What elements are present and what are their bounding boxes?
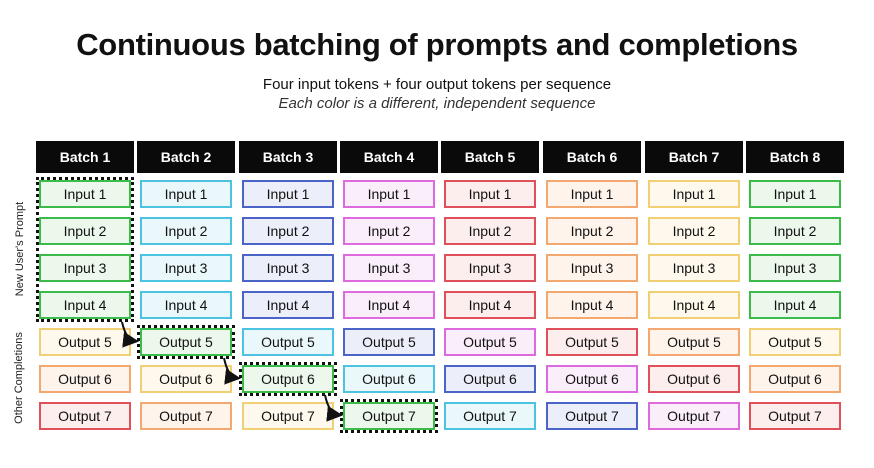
token-cell-b6-input-2: Input 2 xyxy=(546,217,638,245)
diagram-subtitle: Four input tokens + four output tokens p… xyxy=(262,76,612,93)
arrow-batch2-to-batch3 xyxy=(223,357,241,385)
token-cell-b8-output-6: Output 6 xyxy=(749,365,841,393)
token-cell-b5-input-1: Input 1 xyxy=(444,180,536,208)
batch-header-7: Batch 7 xyxy=(645,141,743,173)
token-cell-b3-output-5: Output 5 xyxy=(242,328,334,356)
arrow-batch3-to-batch4 xyxy=(324,394,343,422)
token-cell-b2-output-5: Output 5 xyxy=(140,328,232,356)
token-cell-b7-input-1: Input 1 xyxy=(648,180,740,208)
token-cell-b2-input-4: Input 4 xyxy=(140,291,232,319)
token-cell-b5-input-4: Input 4 xyxy=(444,291,536,319)
token-cell-b4-input-2: Input 2 xyxy=(343,217,435,245)
token-cell-b1-input-3: Input 3 xyxy=(39,254,131,282)
token-cell-b8-input-1: Input 1 xyxy=(749,180,841,208)
token-cell-b7-input-2: Input 2 xyxy=(648,217,740,245)
token-cell-b3-input-1: Input 1 xyxy=(242,180,334,208)
token-cell-b7-output-5: Output 5 xyxy=(648,328,740,356)
token-cell-b8-input-4: Input 4 xyxy=(749,291,841,319)
batch-header-4: Batch 4 xyxy=(340,141,438,173)
token-cell-b5-input-3: Input 3 xyxy=(444,254,536,282)
token-cell-b1-input-4: Input 4 xyxy=(39,291,131,319)
token-cell-b2-input-2: Input 2 xyxy=(140,217,232,245)
token-cell-b3-input-4: Input 4 xyxy=(242,291,334,319)
token-cell-b6-input-3: Input 3 xyxy=(546,254,638,282)
token-cell-b6-output-7: Output 7 xyxy=(546,402,638,430)
token-cell-b3-input-3: Input 3 xyxy=(242,254,334,282)
token-cell-b2-output-7: Output 7 xyxy=(140,402,232,430)
token-cell-b4-output-6: Output 6 xyxy=(343,365,435,393)
token-cell-b6-output-6: Output 6 xyxy=(546,365,638,393)
token-cell-b6-input-4: Input 4 xyxy=(546,291,638,319)
token-cell-b8-output-5: Output 5 xyxy=(749,328,841,356)
batch-header-2: Batch 2 xyxy=(137,141,235,173)
token-cell-b1-output-7: Output 7 xyxy=(39,402,131,430)
token-cell-b4-input-3: Input 3 xyxy=(343,254,435,282)
token-cell-b4-input-1: Input 1 xyxy=(343,180,435,208)
diagram-title: Continuous batching of prompts and compl… xyxy=(76,27,798,62)
token-cell-b1-output-6: Output 6 xyxy=(39,365,131,393)
token-cell-b6-input-1: Input 1 xyxy=(546,180,638,208)
token-cell-b7-input-3: Input 3 xyxy=(648,254,740,282)
token-cell-b4-output-5: Output 5 xyxy=(343,328,435,356)
token-cell-b7-input-4: Input 4 xyxy=(648,291,740,319)
token-cell-b5-output-5: Output 5 xyxy=(444,328,536,356)
token-cell-b3-output-6: Output 6 xyxy=(242,365,334,393)
batch-header-5: Batch 5 xyxy=(441,141,539,173)
token-cell-b4-input-4: Input 4 xyxy=(343,291,435,319)
token-cell-b3-output-7: Output 7 xyxy=(242,402,334,430)
token-cell-b7-output-7: Output 7 xyxy=(648,402,740,430)
batch-header-6: Batch 6 xyxy=(543,141,641,173)
token-cell-b3-input-2: Input 2 xyxy=(242,217,334,245)
token-cell-b4-output-7: Output 7 xyxy=(343,402,435,430)
token-cell-b8-input-2: Input 2 xyxy=(749,217,841,245)
diagram-note: Each color is a different, independent s… xyxy=(278,95,596,112)
token-cell-b8-output-7: Output 7 xyxy=(749,402,841,430)
token-cell-b5-input-2: Input 2 xyxy=(444,217,536,245)
token-cell-b1-output-5: Output 5 xyxy=(39,328,131,356)
token-cell-b2-input-3: Input 3 xyxy=(140,254,232,282)
token-cell-b2-output-6: Output 6 xyxy=(140,365,232,393)
token-cell-b1-input-1: Input 1 xyxy=(39,180,131,208)
batch-header-3: Batch 3 xyxy=(239,141,337,173)
token-cell-b7-output-6: Output 6 xyxy=(648,365,740,393)
token-cell-b2-input-1: Input 1 xyxy=(140,180,232,208)
token-cell-b5-output-6: Output 6 xyxy=(444,365,536,393)
batch-header-8: Batch 8 xyxy=(746,141,844,173)
arrow-batch1-to-batch2 xyxy=(121,321,139,348)
token-cell-b5-output-7: Output 7 xyxy=(444,402,536,430)
token-cell-b1-input-2: Input 2 xyxy=(39,217,131,245)
token-cell-b6-output-5: Output 5 xyxy=(546,328,638,356)
batch-header-1: Batch 1 xyxy=(36,141,134,173)
token-cell-b8-input-3: Input 3 xyxy=(749,254,841,282)
